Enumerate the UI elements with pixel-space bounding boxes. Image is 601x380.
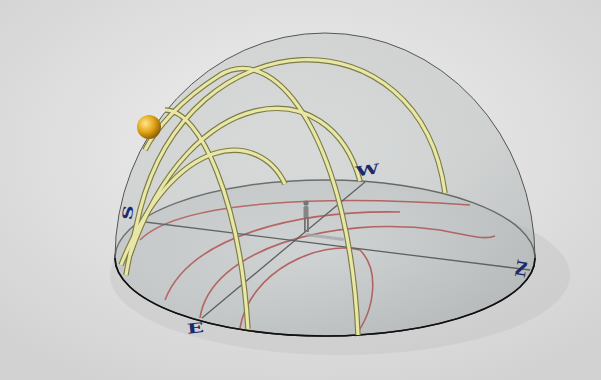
compass-label: S (120, 204, 136, 220)
celestial-dome (115, 33, 535, 336)
compass-label: E (186, 320, 204, 335)
horizon-rim (115, 258, 535, 336)
compass-label: N (514, 258, 531, 279)
compass-label: W (355, 162, 381, 179)
sun-sphere (137, 115, 161, 139)
sun-paths (121, 60, 445, 335)
